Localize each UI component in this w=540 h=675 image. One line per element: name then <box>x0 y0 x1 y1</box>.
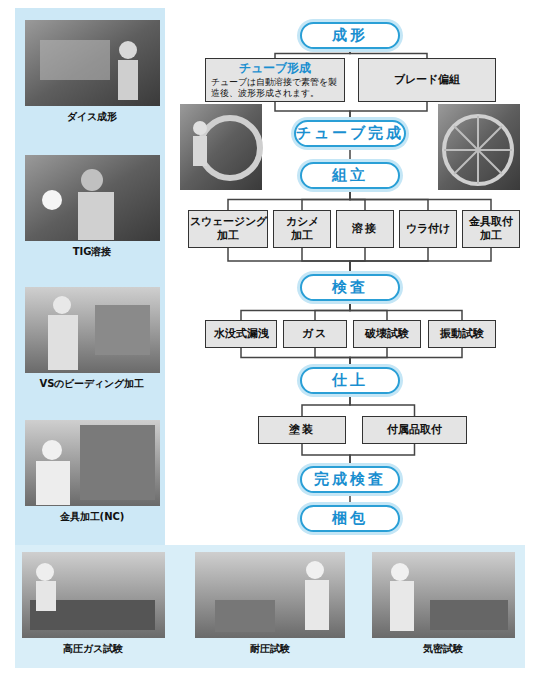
process-box: 破壊試験 <box>353 320 421 348</box>
flow-line <box>275 49 350 58</box>
box-label: 検査 <box>332 278 368 297</box>
box-label: 溶接 <box>352 222 378 236</box>
flow-line <box>350 189 491 210</box>
flow-line <box>228 248 350 274</box>
flow-line <box>350 248 365 274</box>
box-label: スウェージング 加工 <box>190 215 267 243</box>
photo <box>195 552 345 638</box>
photo-caption: 耐圧試験 <box>250 642 290 656</box>
photo-caption: 気密試験 <box>423 642 463 656</box>
flow-line <box>350 189 365 210</box>
stage-pill: 組立 <box>300 162 400 189</box>
process-box: カシメ 加工 <box>273 210 331 248</box>
process-box: ウラ付け <box>399 210 457 248</box>
process-box: チューブ形成チューブは自動溶接で素管を製造後、波形形成されます。 <box>205 58 345 102</box>
flow-line <box>350 394 415 416</box>
box-label: カシメ 加工 <box>277 215 327 243</box>
flow-line <box>350 348 387 367</box>
flow-line <box>275 102 350 120</box>
photo-caption: TIG溶接 <box>73 245 112 259</box>
flow-line <box>241 301 350 320</box>
process-box: ブレード偏組 <box>358 58 496 102</box>
box-label: ガス <box>302 327 328 341</box>
flow-line <box>302 248 350 274</box>
flow-line <box>350 248 428 274</box>
box-label: 付属品取付 <box>387 423 442 437</box>
flow-line <box>350 102 427 120</box>
photo-caption: ダイス成形 <box>67 110 117 124</box>
flow-line <box>350 301 387 320</box>
flow-line <box>302 189 350 210</box>
flow-line <box>302 444 350 466</box>
box-label: チューブ完成 <box>296 124 404 143</box>
flow-line <box>350 348 462 367</box>
box-label: チューブ形成 <box>239 61 311 77</box>
photo <box>25 420 160 506</box>
photo <box>22 552 165 638</box>
process-box: 金具取付 加工 <box>462 210 520 248</box>
process-box: 水没式漏洩 <box>205 320 277 348</box>
photo <box>25 287 160 373</box>
process-box: 溶接 <box>336 210 394 248</box>
photo-caption: 高圧ガス試験 <box>63 642 123 656</box>
box-label: 組立 <box>332 166 368 185</box>
flow-line <box>241 348 350 367</box>
photo <box>372 552 515 638</box>
stage-pill: チューブ完成 <box>294 120 406 147</box>
flow-line <box>228 189 350 210</box>
box-label: 金具取付 加工 <box>466 215 516 243</box>
flow-line <box>350 248 491 274</box>
stage-pill: 仕上 <box>300 367 400 394</box>
box-label: 振動試験 <box>440 327 484 341</box>
flow-line <box>315 301 350 320</box>
box-label: 破壊試験 <box>365 327 409 341</box>
process-box: ガス <box>283 320 347 348</box>
box-label: 水没式漏洩 <box>214 327 269 341</box>
photo-caption: 金具加工(NC) <box>60 510 125 524</box>
photo <box>180 104 262 190</box>
flow-line <box>349 493 351 505</box>
flow-line <box>350 49 427 58</box>
stage-pill: 成形 <box>300 22 400 49</box>
flow-line <box>350 444 415 466</box>
box-label: ウラ付け <box>406 222 450 236</box>
stage-pill: 完成検査 <box>300 466 400 493</box>
box-note: チューブは自動溶接で素管を製造後、波形形成されます。 <box>211 77 339 100</box>
box-label: 梱包 <box>332 509 368 528</box>
box-label: 成形 <box>332 26 368 45</box>
photo <box>25 20 160 106</box>
flow-line <box>350 301 462 320</box>
photo-caption: VSのビーディング加工 <box>40 377 145 391</box>
process-box: 振動試験 <box>428 320 496 348</box>
stage-pill: 検査 <box>300 274 400 301</box>
side-panel <box>15 8 165 548</box>
flow-line <box>350 189 428 210</box>
photo <box>25 155 160 241</box>
process-box: スウェージング 加工 <box>188 210 268 248</box>
flow-line <box>315 348 350 367</box>
box-label: ブレード偏組 <box>394 73 460 87</box>
stage-pill: 梱包 <box>300 505 400 532</box>
box-label: 完成検査 <box>314 470 386 489</box>
box-label: 塗装 <box>289 423 315 437</box>
bottom-panel <box>15 545 525 668</box>
box-label: 仕上 <box>332 371 368 390</box>
process-box: 塗装 <box>258 416 346 444</box>
photo <box>438 104 520 190</box>
flow-line <box>302 394 350 416</box>
flow-line <box>349 147 351 162</box>
process-box: 付属品取付 <box>362 416 467 444</box>
